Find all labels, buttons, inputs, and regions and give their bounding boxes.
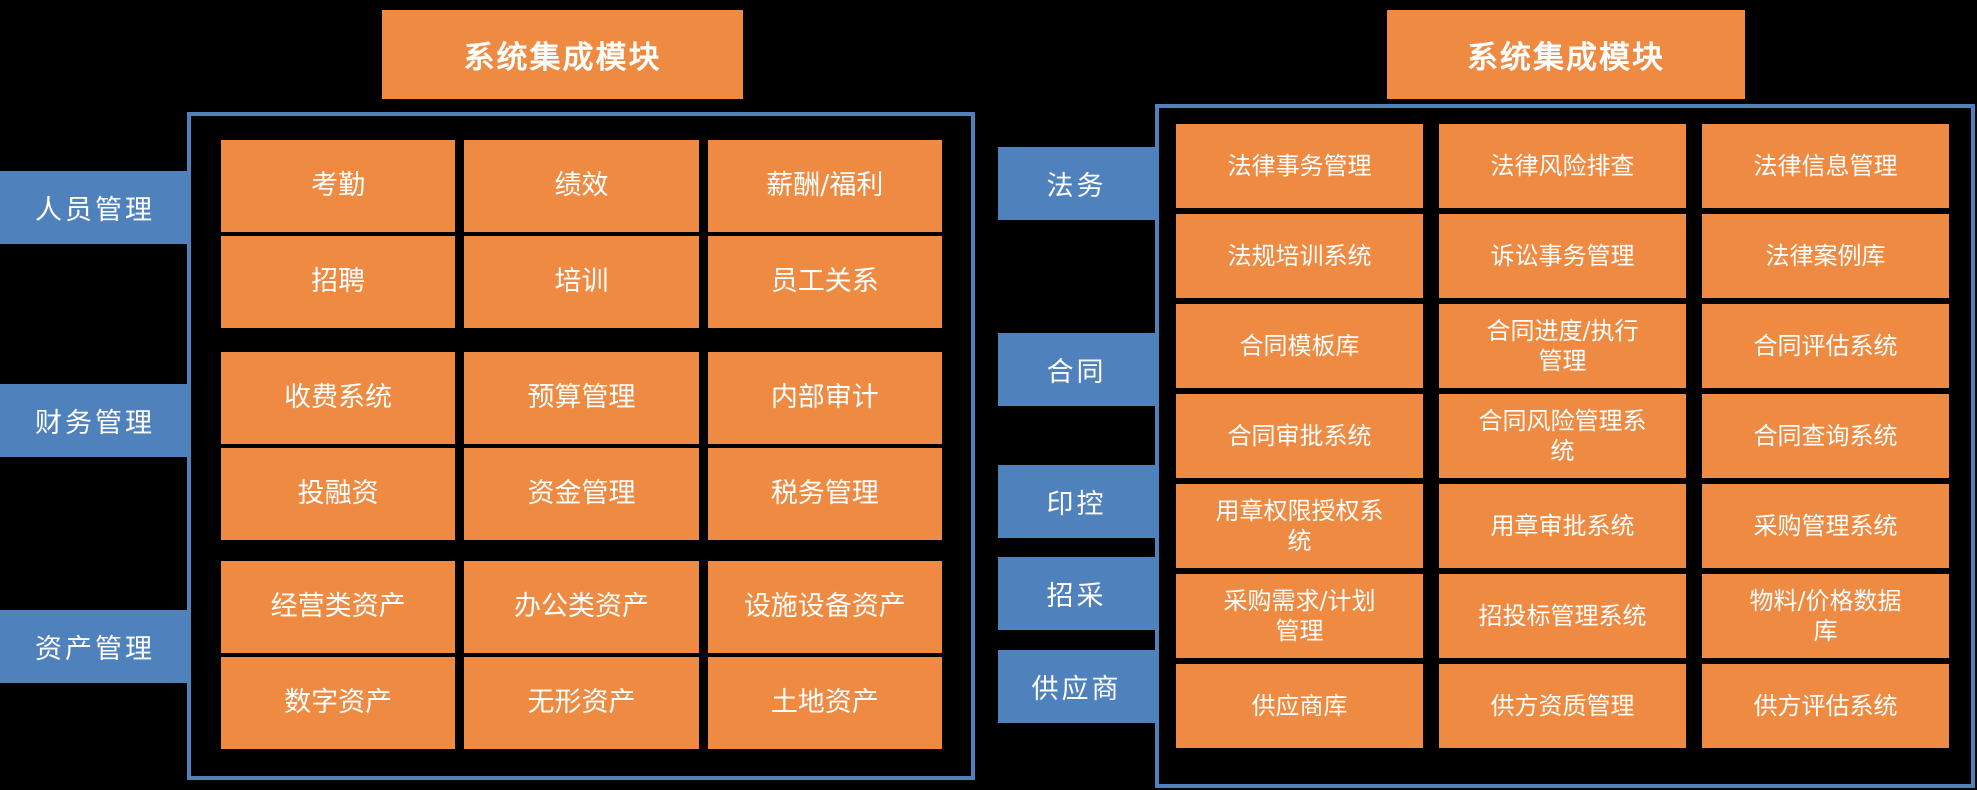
module-cell: 薪酬/福利 (707, 140, 942, 232)
module-cell: 员工关系 (707, 236, 942, 328)
left-category-assets: 资产管理 (0, 610, 190, 683)
module-cell: 培训 (464, 236, 699, 328)
module-cell: 法律事务管理 (1176, 124, 1423, 208)
right-module-panel: 法律事务管理 法律风险排查 法律信息管理 法规培训系统 诉讼事务管理 法律案例库… (1155, 104, 1975, 788)
module-cell: 内部审计 (707, 352, 942, 444)
module-cell: 合同评估系统 (1702, 304, 1949, 388)
module-cell: 办公类资产 (464, 561, 699, 653)
personnel-module-group: 考勤 绩效 薪酬/福利 招聘 培训 员工关系 (221, 140, 942, 328)
module-cell: 采购需求/计划 管理 (1176, 574, 1423, 658)
module-cell: 招投标管理系统 (1439, 574, 1686, 658)
module-cell: 资金管理 (464, 448, 699, 540)
module-cell: 合同审批系统 (1176, 394, 1423, 478)
module-cell: 数字资产 (221, 657, 456, 749)
module-cell: 招聘 (221, 236, 456, 328)
right-category-procurement: 招采 (998, 557, 1155, 630)
finance-module-group: 收费系统 预算管理 内部审计 投融资 资金管理 税务管理 (221, 352, 942, 540)
right-panel-title: 系统集成模块 (1387, 10, 1745, 99)
module-cell: 合同查询系统 (1702, 394, 1949, 478)
module-cell: 考勤 (221, 140, 456, 232)
module-cell: 合同进度/执行 管理 (1439, 304, 1686, 388)
module-cell: 经营类资产 (221, 561, 456, 653)
module-cell: 供方评估系统 (1702, 664, 1949, 748)
right-category-legal: 法务 (998, 147, 1155, 220)
right-category-contract: 合同 (998, 333, 1155, 406)
module-cell: 诉讼事务管理 (1439, 214, 1686, 298)
module-cell: 收费系统 (221, 352, 456, 444)
module-cell: 用章权限授权系 统 (1176, 484, 1423, 568)
module-cell: 法律信息管理 (1702, 124, 1949, 208)
module-cell: 投融资 (221, 448, 456, 540)
left-module-panel: 考勤 绩效 薪酬/福利 招聘 培训 员工关系 收费系统 预算管理 内部审计 投融… (187, 112, 975, 780)
module-cell: 法规培训系统 (1176, 214, 1423, 298)
assets-module-group: 经营类资产 办公类资产 设施设备资产 数字资产 无形资产 土地资产 (221, 561, 942, 749)
module-cell: 供方资质管理 (1439, 664, 1686, 748)
module-cell: 采购管理系统 (1702, 484, 1949, 568)
module-cell: 法律案例库 (1702, 214, 1949, 298)
module-cell: 用章审批系统 (1439, 484, 1686, 568)
module-cell: 税务管理 (707, 448, 942, 540)
right-category-seal-control: 印控 (998, 465, 1155, 538)
module-cell: 无形资产 (464, 657, 699, 749)
left-panel-title: 系统集成模块 (382, 10, 743, 99)
module-cell: 土地资产 (707, 657, 942, 749)
left-category-personnel: 人员管理 (0, 171, 190, 244)
right-module-grid: 法律事务管理 法律风险排查 法律信息管理 法规培训系统 诉讼事务管理 法律案例库… (1176, 124, 1949, 748)
left-category-finance: 财务管理 (0, 384, 190, 457)
module-cell: 法律风险排查 (1439, 124, 1686, 208)
right-category-supplier: 供应商 (998, 650, 1155, 723)
module-cell: 设施设备资产 (707, 561, 942, 653)
module-cell: 预算管理 (464, 352, 699, 444)
module-cell: 绩效 (464, 140, 699, 232)
module-cell: 供应商库 (1176, 664, 1423, 748)
module-cell: 合同模板库 (1176, 304, 1423, 388)
module-cell: 物料/价格数据 库 (1702, 574, 1949, 658)
module-cell: 合同风险管理系 统 (1439, 394, 1686, 478)
